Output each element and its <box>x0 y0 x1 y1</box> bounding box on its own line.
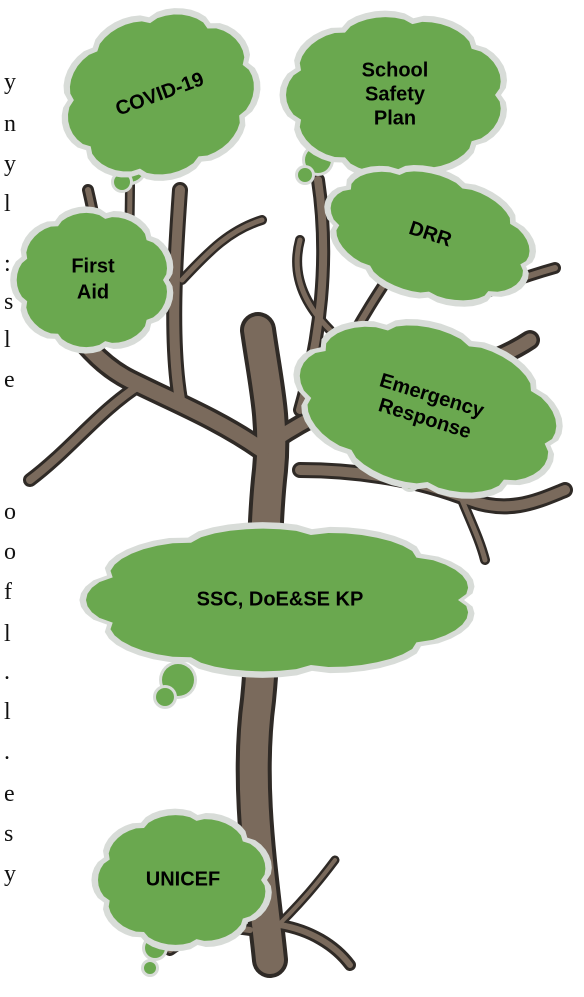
root-right-outline <box>274 919 356 971</box>
bubble-tail <box>298 168 312 182</box>
clipped-text-glyph: s <box>4 289 14 315</box>
cloud-label-first-aid-line-2: Aid <box>77 281 109 303</box>
clipped-text-glyph: o <box>4 499 16 525</box>
cloud-unicef: UNICEF <box>91 808 272 977</box>
root-right <box>277 922 353 968</box>
cloud-label-unicef-line-1: UNICEF <box>146 868 220 890</box>
clipped-text-glyph: n <box>4 111 16 137</box>
cloud-body <box>68 14 254 175</box>
branch-drr <box>294 237 333 333</box>
cloud-label-first-aid-line-1: First <box>71 255 115 277</box>
clipped-text-glyph: l <box>4 699 11 725</box>
cloud-body <box>98 815 266 945</box>
bubble-tail <box>156 688 174 706</box>
clipped-text-glyph: l <box>4 191 11 217</box>
bubble-tail <box>144 962 156 974</box>
clipped-text-glyph: s <box>4 821 14 847</box>
clipped-text-glyph: e <box>4 781 15 807</box>
clipped-text-glyph: l <box>4 327 11 353</box>
clipped-text-glyph: f <box>4 579 12 605</box>
cloud-covid: COVID-19 <box>61 8 261 193</box>
cloud-body <box>299 325 557 493</box>
cloud-body <box>16 212 168 348</box>
cloud-body <box>286 17 501 173</box>
clipped-text-glyph: y <box>4 69 16 95</box>
cloud-label-school-safety-line-2: Safety <box>365 83 426 105</box>
clipped-text-glyph: e <box>4 367 15 393</box>
branch-left-up <box>169 185 185 405</box>
clipped-text-glyph: . <box>4 659 10 685</box>
clipped-text-glyph: : <box>4 251 11 277</box>
branch-left-twig-outline <box>177 215 267 285</box>
clipped-text-glyph: l <box>4 621 11 647</box>
clipped-text-glyph: . <box>4 739 10 765</box>
clipped-text-glyph: o <box>4 539 16 565</box>
branch-far-left <box>26 381 144 484</box>
cloud-ssc: SSC, DoE&SE KP <box>79 522 475 709</box>
root-mid <box>266 858 337 937</box>
branch-left-twig <box>179 217 265 283</box>
cloud-body <box>330 171 530 301</box>
cloud-body <box>86 528 469 672</box>
cloud-label-ssc-line-1: SSC, DoE&SE KP <box>197 588 364 610</box>
clipped-text-glyph: y <box>4 151 16 177</box>
cloud-drr: DRR <box>324 165 537 307</box>
cloud-label-school-safety-line-3: Plan <box>374 107 416 129</box>
branch-lower-right2 <box>457 492 488 563</box>
clipped-text-glyph: y <box>4 861 16 887</box>
bubble-tail <box>114 174 130 190</box>
cloud-label-school-safety-line-1: School <box>362 59 429 81</box>
